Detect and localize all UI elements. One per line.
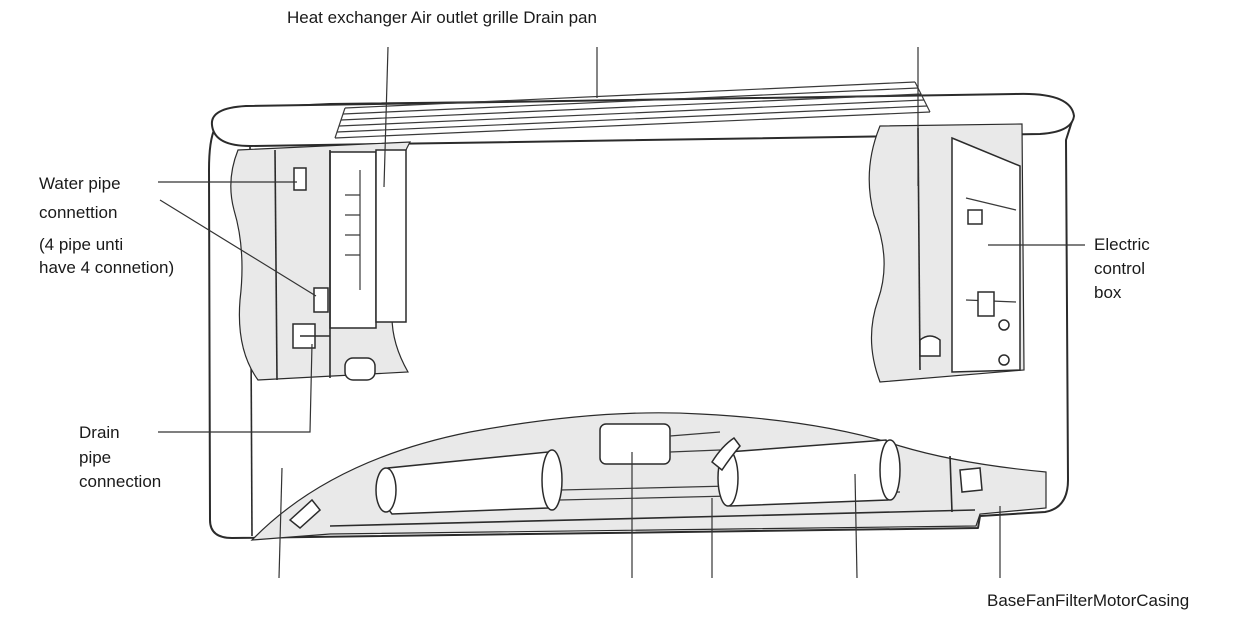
electric-control-label-line2: control [1094, 259, 1145, 278]
water-pipe-label-line2: connettion [39, 203, 117, 222]
electric-control-label-line3: box [1094, 283, 1122, 302]
motor [599, 423, 671, 465]
unit-drawing [208, 81, 1075, 541]
air-outlet-grille [334, 81, 931, 139]
water-pipe-note-line2: have 4 connetion) [39, 258, 174, 277]
leader-lines [158, 46, 1085, 579]
heat-exchanger-coil [329, 151, 377, 329]
top-cover [210, 92, 1075, 147]
drain-pipe-label-line3: connection [79, 472, 161, 491]
top-label: Heat exchanger Air outlet grille Drain p… [287, 8, 597, 27]
water-pipe-note-line1: (4 pipe unti [39, 235, 123, 254]
drain-pipe-label-line2: pipe [79, 448, 111, 467]
fan-right [723, 439, 895, 507]
fan-assembly [375, 439, 901, 515]
base-rail [329, 509, 976, 527]
bottom-label: BaseFanFilterMotorCasing [987, 591, 1189, 610]
electric-control-label-line1: Electric [1094, 235, 1150, 254]
electric-control-box [951, 136, 1021, 373]
drain-pipe-label-line1: Drain [79, 423, 120, 442]
coil-side-panel [375, 149, 407, 323]
water-pipe-label-line1: Water pipe [39, 174, 121, 193]
